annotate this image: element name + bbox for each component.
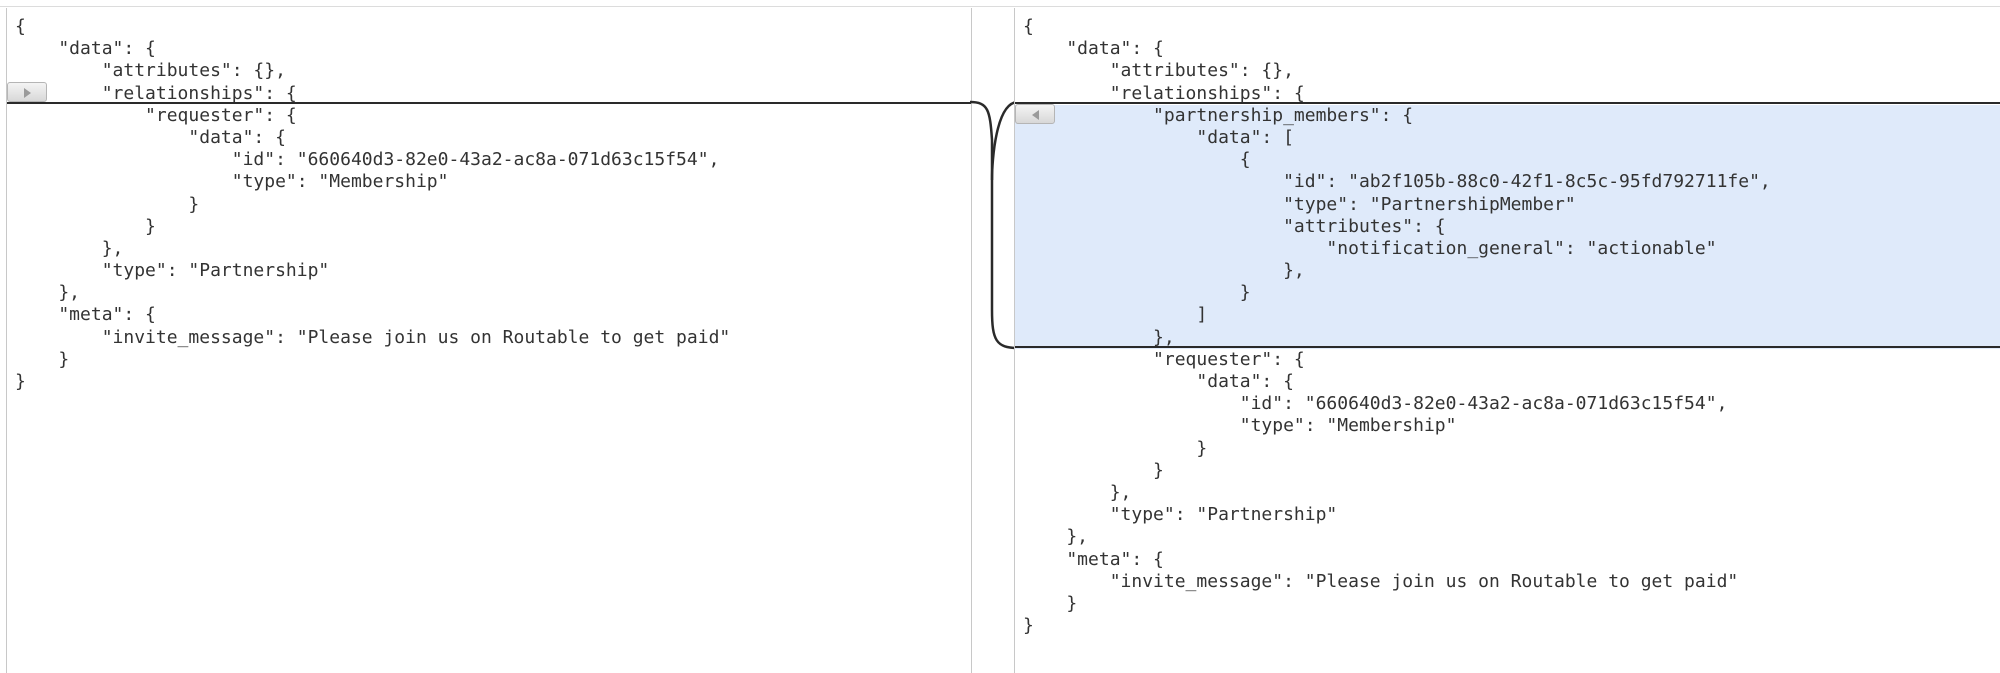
added-code-line: "type": "PartnershipMember" (1015, 193, 2000, 216)
code-line: "meta": { (1023, 548, 1164, 570)
code-line: "meta": { (15, 304, 156, 326)
code-line: "type": "Partnership" (15, 260, 330, 282)
code-line: } (1023, 592, 1078, 614)
added-code-line: { (1015, 149, 2000, 172)
code-line: "type": "Membership" (1023, 415, 1457, 437)
code-line: "requester": { (1023, 348, 1305, 370)
code-line: "invite_message": "Please join us on Rou… (1023, 570, 1739, 592)
code-line: "data": { (15, 38, 156, 60)
right-code-view: { "data": { "attributes": {}, "relations… (1015, 16, 2000, 637)
code-line: "data": { (1023, 38, 1164, 60)
added-code-line: } (1015, 282, 2000, 305)
code-line: "requester": { (15, 104, 297, 126)
code-line: } (15, 193, 200, 215)
added-block-top-border (1015, 102, 2000, 104)
window-top-edge (0, 0, 2000, 7)
added-code-line: "partnership_members": { (1015, 104, 2000, 127)
code-line: "data": { (15, 126, 286, 148)
code-line: "invite_message": "Please join us on Rou… (15, 326, 731, 348)
code-line: }, (15, 237, 124, 259)
code-line: } (1023, 615, 1034, 637)
code-line: "attributes": {}, (1023, 60, 1294, 82)
code-line: }, (1023, 481, 1132, 503)
code-line: { (15, 16, 26, 37)
code-line: } (15, 371, 26, 392)
left-diff-pane[interactable]: { "data": { "attributes": {}, "relations… (6, 8, 972, 673)
expand-arrow-icon[interactable] (7, 82, 47, 102)
collapse-arrow-icon[interactable] (1015, 104, 1055, 124)
code-line: } (15, 348, 70, 370)
code-line: "relationships": { (1023, 82, 1305, 104)
code-line: }, (15, 282, 81, 304)
added-code-line: "id": "ab2f105b-88c0-42f1-8c5c-95fd79271… (1015, 171, 2000, 194)
added-code-line: "notification_general": "actionable" (1015, 237, 2000, 261)
added-code-line: "attributes": { (1015, 215, 2000, 238)
code-line: "type": "Membership" (15, 171, 449, 193)
left-code-view: { "data": { "attributes": {}, "relations… (7, 16, 971, 393)
code-line: }, (1023, 526, 1089, 548)
code-line: } (15, 215, 156, 237)
added-block-bottom-border (1015, 346, 2000, 348)
added-code-line: }, (1015, 326, 2000, 349)
code-line: "attributes": {}, (15, 60, 286, 82)
added-code-line: ] (1015, 304, 2000, 327)
diff-connector (970, 100, 1019, 350)
right-diff-pane[interactable]: { "data": { "attributes": {}, "relations… (1014, 8, 2000, 673)
code-line: "relationships": { (15, 82, 297, 104)
left-insertion-marker (7, 102, 971, 104)
code-line: "id": "660640d3-82e0-43a2-ac8a-071d63c15… (1023, 393, 1728, 415)
code-line: "id": "660640d3-82e0-43a2-ac8a-071d63c15… (15, 149, 720, 171)
code-line: { (1023, 16, 1034, 37)
code-line: } (1023, 437, 1208, 459)
added-code-line: }, (1015, 260, 2000, 283)
code-line: } (1023, 459, 1164, 481)
code-line: "type": "Partnership" (1023, 504, 1338, 526)
code-line: "data": { (1023, 371, 1294, 392)
added-code-line: "data": [ (1015, 126, 2000, 150)
